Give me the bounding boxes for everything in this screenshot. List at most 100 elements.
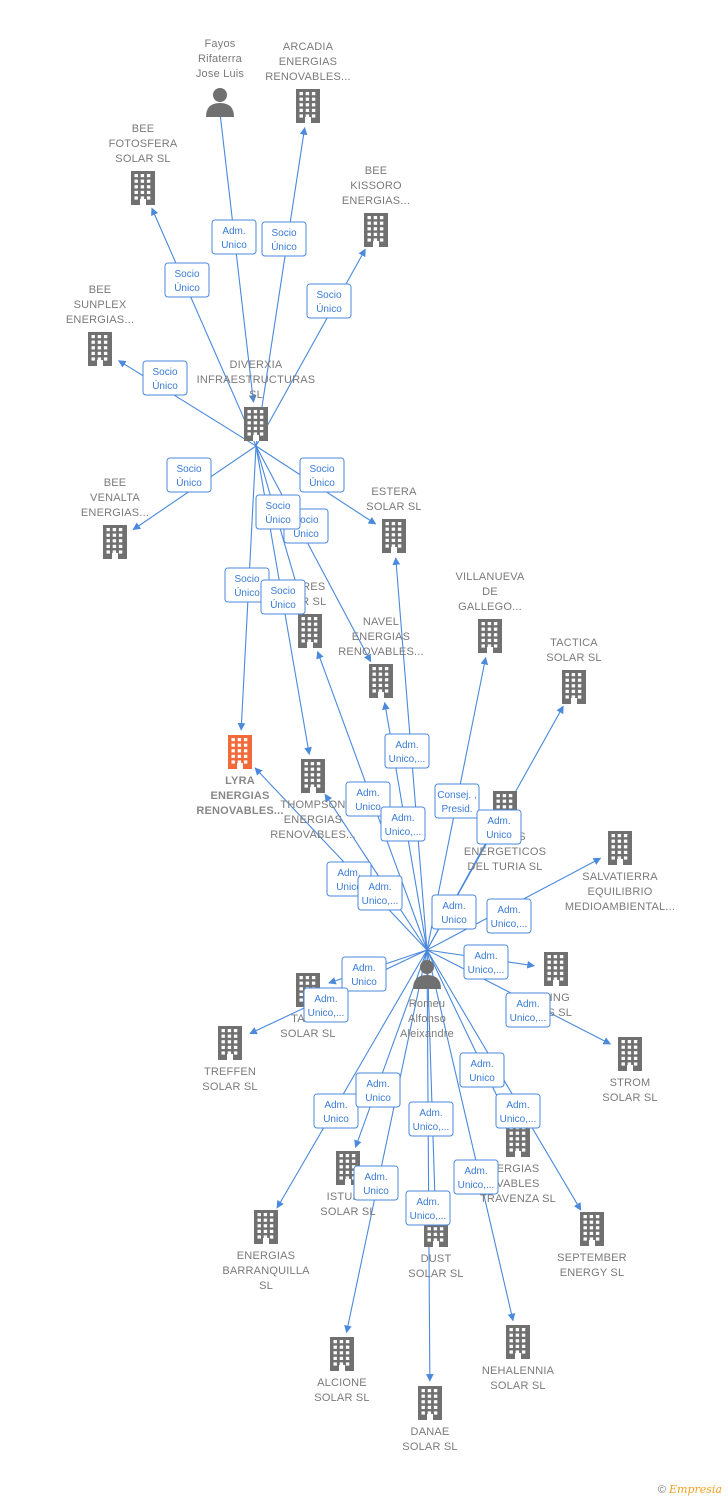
node-label: RENOVABLES...: [338, 646, 424, 658]
node-bee_kiss[interactable]: BEEKISSOROENERGIAS...: [342, 165, 410, 247]
relation-badge[interactable]: Consej. ,Presid.: [434, 783, 480, 819]
node-navel[interactable]: NAVELENERGIASRENOVABLES...: [338, 616, 424, 698]
relation-badge[interactable]: Adm.Unico: [211, 219, 257, 255]
node-thompson[interactable]: THOMPSONENERGIASRENOVABLES...: [270, 759, 356, 841]
relation-badge[interactable]: Adm.Unico,...: [486, 898, 532, 934]
relation-badge[interactable]: Adm.Unico,...: [453, 1159, 499, 1195]
building-icon: [364, 213, 388, 247]
edge-romeu-lyra: [254, 767, 428, 951]
badge-box: [306, 283, 352, 319]
node-label: ENERGETICOS: [464, 846, 546, 858]
node-label: BEE: [104, 477, 127, 489]
badge-text: Socio: [234, 574, 259, 585]
badge-text: Único: [293, 527, 319, 540]
relation-badge[interactable]: Adm.Unico: [341, 956, 387, 992]
badge-text: Adm.: [337, 868, 360, 879]
relation-badge[interactable]: Adm.Unico: [313, 1093, 359, 1129]
badge-text: Unico,...: [491, 919, 528, 930]
badge-text: Socio: [293, 515, 318, 526]
node-arcadia[interactable]: ARCADIAENERGIASRENOVABLES...: [265, 41, 351, 123]
badge-text: Unico: [221, 240, 247, 251]
node-label: DIVERXIA: [230, 359, 283, 371]
badge-box: [353, 1165, 399, 1201]
relation-badge[interactable]: Adm.Unico: [353, 1165, 399, 1201]
relation-badge[interactable]: Adm.Unico: [431, 894, 477, 930]
badge-box: [313, 1093, 359, 1129]
building-icon: [369, 664, 393, 698]
edge-romeu-nehalennia: [426, 949, 516, 1322]
relation-badge[interactable]: Adm.Unico,...: [505, 992, 551, 1028]
relation-badge[interactable]: Adm.Unico,...: [495, 1093, 541, 1129]
node-label: TREFFEN: [204, 1066, 256, 1078]
badge-text: Adm.: [352, 963, 375, 974]
relation-badge[interactable]: Adm.Unico: [459, 1052, 505, 1088]
badge-box: [355, 1072, 401, 1108]
building-icon: [103, 525, 127, 559]
relation-badge[interactable]: Adm.Unico,...: [303, 987, 349, 1023]
node-villanueva[interactable]: VILLANUEVADEGALLEGO...: [455, 571, 525, 653]
node-label: EQUILIBRIO: [588, 886, 653, 898]
relation-badge[interactable]: Adm.Unico: [345, 781, 391, 817]
relation-badge[interactable]: Adm.Unico: [355, 1072, 401, 1108]
edge-diverxia-navel: [255, 445, 372, 663]
building-icon: [608, 831, 632, 865]
relation-badge[interactable]: Adm.Unico,...: [408, 1101, 454, 1137]
building-icon: [244, 407, 268, 441]
footer-brand[interactable]: © Empresia: [658, 1483, 722, 1496]
relation-badge[interactable]: Adm.Unico,...: [380, 806, 426, 842]
badges-layer: Adm.UnicoSocioÚnicoSocioÚnicoSocioÚnicoS…: [142, 219, 551, 1226]
relation-badge[interactable]: Adm.Unico,...: [405, 1190, 451, 1226]
node-bee_venalta[interactable]: BEEVENALTAENERGIAS...: [81, 477, 149, 559]
badge-text: Socio: [174, 269, 199, 280]
relation-badge[interactable]: Adm.Unico,...: [463, 944, 509, 980]
node-label: ARCADIA: [283, 41, 334, 53]
relation-badge[interactable]: Adm.Unico: [476, 809, 522, 845]
badge-box: [164, 262, 210, 298]
node-bee_sunplex[interactable]: BEESUNPLEXENERGIAS...: [66, 284, 134, 366]
node-label: SOLAR SL: [408, 1268, 463, 1280]
edge-romeu-barranquilla: [276, 949, 428, 1209]
node-label: SOLAR SL: [366, 501, 421, 513]
badge-box: [495, 1093, 541, 1129]
badge-text: Adm.: [366, 1079, 389, 1090]
node-label: STROM: [610, 1077, 651, 1089]
badge-text: Adm.: [516, 999, 539, 1010]
relation-badge[interactable]: Adm.Unico,...: [384, 733, 430, 769]
building-icon: [418, 1386, 442, 1420]
badge-text: Adm.: [416, 1197, 439, 1208]
badge-text: Adm.: [364, 1172, 387, 1183]
badge-box: [142, 360, 188, 396]
node-lyra[interactable]: LYRAENERGIASRENOVABLES...: [196, 735, 283, 817]
relation-badge[interactable]: Adm. Unico,...: [357, 875, 403, 911]
node-label: RENOVABLES...: [196, 805, 283, 817]
badge-text: Unico,...: [362, 896, 399, 907]
badge-box: [357, 875, 403, 911]
node-label: Jose Luis: [196, 68, 245, 80]
badge-text: Adm.: [368, 882, 391, 893]
badge-text: Adm.: [419, 1108, 442, 1119]
node-salvatierra[interactable]: SALVATIERRAEQUILIBRIOMEDIOAMBIENTAL...: [565, 831, 675, 913]
